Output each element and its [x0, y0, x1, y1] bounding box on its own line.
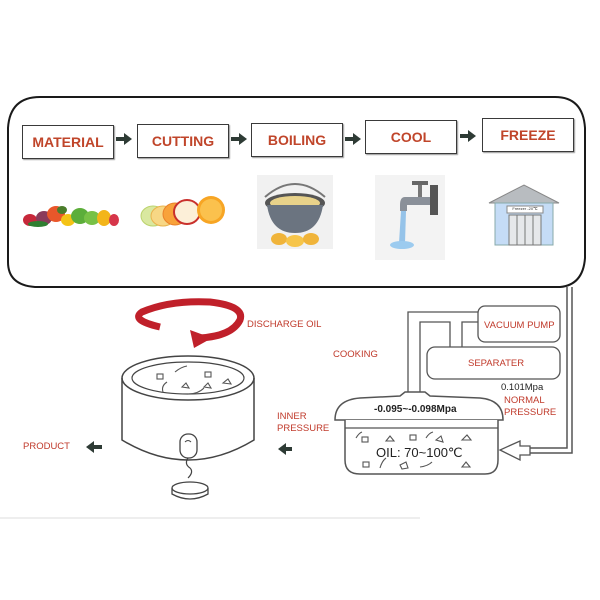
- oil-temperature-label: OIL: 70~100℃: [376, 445, 463, 460]
- inner-pressure-line2: PRESSURE: [277, 423, 330, 434]
- arrow-cutting-boiling: [231, 133, 247, 145]
- inner-pressure-line1: INNER: [277, 411, 307, 422]
- feed-arrow-icon: [498, 439, 531, 462]
- product-arrow-icon: [86, 441, 102, 453]
- centrifuge-motor: [179, 433, 198, 459]
- vacuum-pressure-label: -0.095~-0.098Mpa: [374, 404, 457, 415]
- step-cutting: CUTTING: [137, 124, 229, 158]
- inner-pressure-label: INNER PRESSURE: [277, 411, 329, 435]
- inner-pressure-arrow-icon: [278, 443, 292, 455]
- fryer-lid: [334, 391, 504, 421]
- step-label: CUTTING: [151, 133, 215, 149]
- separater-box: [426, 346, 561, 380]
- discharge-oil-label: DISCHARGE OIL: [247, 319, 322, 330]
- mixed-vegetables-image: [23, 206, 119, 227]
- step-material: MATERIAL: [22, 125, 114, 159]
- centrifuge-body: [121, 378, 255, 461]
- water-tap-image: [375, 175, 445, 260]
- vacuum-pump-label: VACUUM PUMP: [484, 320, 555, 331]
- vacuum-pump-box: [477, 305, 561, 343]
- centrifuge-base: [171, 481, 209, 495]
- arrow-cool-freeze: [460, 130, 476, 142]
- step-label: MATERIAL: [32, 134, 104, 150]
- step-cool: COOL: [365, 120, 457, 154]
- normal-pressure-line2: PRESSURE: [504, 407, 557, 418]
- product-label: PRODUCT: [23, 441, 70, 452]
- arrow-material-cutting: [116, 133, 132, 145]
- step-freeze: FREEZE: [482, 118, 574, 152]
- step-boiling: BOILING: [251, 123, 343, 157]
- rotation-arrow-icon: [135, 298, 245, 342]
- process-frame: [7, 96, 586, 288]
- normal-pressure-label: NORMAL PRESSURE: [504, 395, 556, 419]
- boiling-pot-image: [257, 175, 333, 249]
- step-label: FREEZE: [500, 127, 556, 143]
- sliced-fruit-image: [140, 196, 225, 227]
- cooking-label: COOKING: [333, 349, 378, 360]
- fryer-food-shapes: [355, 431, 473, 470]
- feed-pipe-inner: [520, 287, 573, 454]
- step-label: COOL: [390, 129, 432, 145]
- freezer-building-image: [488, 184, 560, 246]
- feed-pipe-outer: [520, 287, 568, 449]
- separater-label: SEPARATER: [468, 358, 525, 369]
- normal-pressure-value: 0.101Mpa: [501, 382, 544, 393]
- step-arrows: [116, 130, 476, 145]
- freezer-sign: Freezer -20℃: [512, 206, 538, 211]
- arrow-boiling-cool: [345, 133, 361, 145]
- step-label: BOILING: [267, 132, 327, 148]
- normal-pressure-line1: NORMAL: [504, 395, 545, 406]
